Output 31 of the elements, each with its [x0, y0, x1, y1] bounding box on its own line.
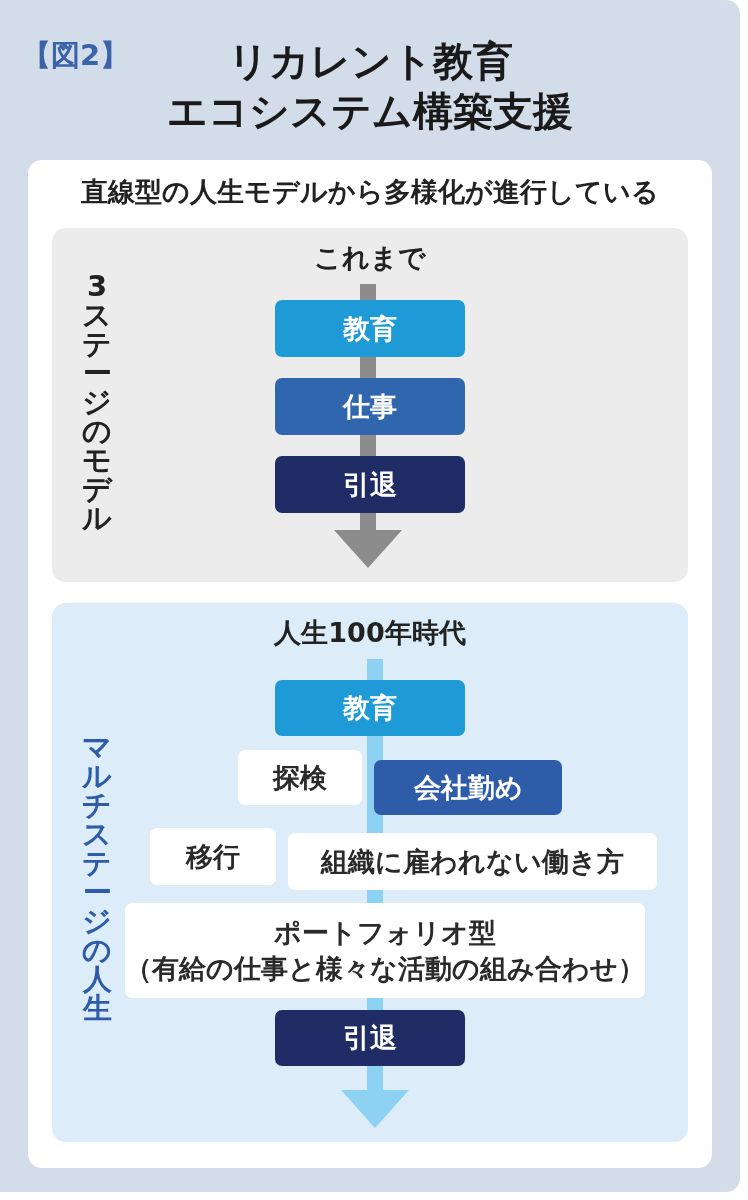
title: リカレント教育エコシステム構築支援: [166, 37, 574, 136]
stage-label: 組織に雇われない働き方: [321, 844, 624, 879]
stage-box: [275, 1010, 465, 1066]
stage-box: [150, 828, 276, 885]
subtitle: 直線型の人生モデルから多様化が進行している: [80, 175, 660, 209]
stage-label: 教育: [343, 311, 397, 346]
stage-box: [275, 300, 465, 357]
figure-number: 【図2】: [22, 37, 130, 74]
stage-box: [275, 378, 465, 435]
stage-box: [275, 456, 465, 513]
stage-label: ポートフォリオ型: [274, 915, 496, 950]
stage-label: 探検: [273, 760, 327, 795]
vertical-label: 3ステージのモデル: [81, 272, 114, 533]
panel: [52, 603, 688, 1142]
stage-label: 引退: [343, 467, 397, 502]
stage-note: （有給の仕事と様々な活動の組み合わせ）: [125, 951, 645, 986]
panel: [52, 228, 688, 582]
stage-box: [288, 833, 657, 890]
stage-label: 移行: [186, 839, 240, 874]
stage-label: 仕事: [343, 389, 397, 424]
stage-box: [125, 903, 645, 998]
card: [28, 160, 712, 1168]
stage-box: [374, 760, 562, 815]
stage-label: 教育: [343, 691, 397, 725]
panel-heading: これまで: [313, 241, 427, 275]
stage-label: 会社勤め: [413, 770, 523, 805]
stage-box: [275, 680, 465, 736]
stage-label: 引退: [343, 1021, 397, 1055]
panel-heading: 人生100年時代: [272, 616, 467, 650]
stage-box: [238, 750, 362, 805]
vertical-label: マルチステージの人生: [81, 733, 113, 1023]
